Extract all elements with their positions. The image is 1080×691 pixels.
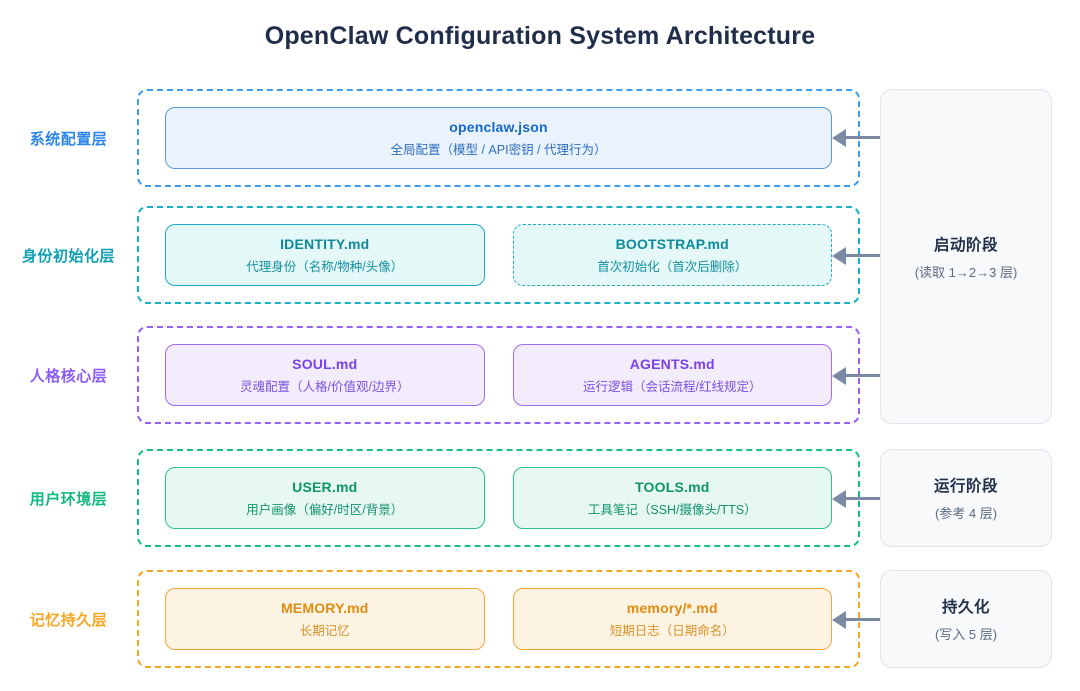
card-title: openclaw.json xyxy=(449,118,548,135)
card-memory-glob-md[interactable]: memory/*.md 短期日志（日期命名） xyxy=(512,588,832,650)
phase-box-startup[interactable]: 启动阶段 (读取 1→2→3 层) xyxy=(880,89,1052,424)
card-description: 全局配置（模型 / API密钥 / 代理行为） xyxy=(390,142,607,157)
layer-label-identity-init: 身份初始化层 xyxy=(21,247,115,265)
arrow-head-startup-layer2 xyxy=(832,247,846,265)
layer-group-persona-core: SOUL.md 灵魂配置（人格/价值观/边界） AGENTS.md 运行逻辑（会… xyxy=(137,326,860,424)
arrow-head-startup-layer3 xyxy=(832,367,846,385)
phase-subtitle: (读取 1→2→3 层) xyxy=(914,264,1018,280)
arrow-head-runtime-layer4 xyxy=(832,490,846,508)
phase-title: 持久化 xyxy=(941,599,990,616)
phase-title: 运行阶段 xyxy=(933,478,998,495)
phase-subtitle: (参考 4 层) xyxy=(934,506,998,521)
phase-subtitle: (写入 5 层) xyxy=(934,627,998,642)
card-description: 代理身份（名称/物种/头像） xyxy=(246,259,404,274)
card-title: AGENTS.md xyxy=(629,355,715,372)
card-title: memory/*.md xyxy=(626,599,718,616)
card-soul-md[interactable]: SOUL.md 灵魂配置（人格/价值观/边界） xyxy=(165,344,485,406)
card-description: 首次初始化（首次后删除） xyxy=(597,259,748,274)
card-description: 用户画像（偏好/时区/背景） xyxy=(246,502,404,517)
layer-row-system-config: 系统配置层 openclaw.json 全局配置（模型 / API密钥 / 代理… xyxy=(0,89,860,187)
card-description: 长期记忆 xyxy=(299,623,350,638)
arrow-head-startup-layer1 xyxy=(832,129,846,147)
card-agents-md[interactable]: AGENTS.md 运行逻辑（会话流程/红线规定） xyxy=(512,344,832,406)
layer-group-user-environment: USER.md 用户画像（偏好/时区/背景） TOOLS.md 工具笔记（SSH… xyxy=(137,449,860,547)
card-title: SOUL.md xyxy=(292,355,358,372)
card-description: 工具笔记（SSH/摄像头/TTS） xyxy=(587,502,757,517)
card-title: BOOTSTRAP.md xyxy=(615,235,729,252)
card-openclaw-json[interactable]: openclaw.json 全局配置（模型 / API密钥 / 代理行为） xyxy=(165,107,832,169)
card-description: 运行逻辑（会话流程/红线规定） xyxy=(583,379,762,394)
layer-label-system-config: 系统配置层 xyxy=(29,130,108,148)
card-description: 短期日志（日期命名） xyxy=(609,623,735,638)
layer-row-identity-init: 身份初始化层 IDENTITY.md 代理身份（名称/物种/头像） BOOTST… xyxy=(0,206,860,304)
card-memory-md[interactable]: MEMORY.md 长期记忆 xyxy=(165,588,485,650)
layer-label-user-environment: 用户环境层 xyxy=(29,490,108,508)
layer-label-memory-persistence: 记忆持久层 xyxy=(29,611,108,629)
card-title: IDENTITY.md xyxy=(280,235,370,252)
phase-box-runtime[interactable]: 运行阶段 (参考 4 层) xyxy=(880,449,1052,547)
layer-row-user-environment: 用户环境层 USER.md 用户画像（偏好/时区/背景） TOOLS.md 工具… xyxy=(0,449,860,547)
card-description: 灵魂配置（人格/价值观/边界） xyxy=(240,379,410,394)
page-title: OpenClaw Configuration System Architectu… xyxy=(264,22,816,50)
phase-title: 启动阶段 xyxy=(933,236,998,254)
layer-group-system-config: openclaw.json 全局配置（模型 / API密钥 / 代理行为） xyxy=(137,89,860,187)
card-bootstrap-md[interactable]: BOOTSTRAP.md 首次初始化（首次后删除） xyxy=(512,224,832,286)
card-user-md[interactable]: USER.md 用户画像（偏好/时区/背景） xyxy=(165,467,485,529)
layer-row-memory-persistence: 记忆持久层 MEMORY.md 长期记忆 memory/*.md 短期日志（日期… xyxy=(0,570,860,668)
card-title: TOOLS.md xyxy=(635,478,710,495)
layer-group-memory-persistence: MEMORY.md 长期记忆 memory/*.md 短期日志（日期命名） xyxy=(137,570,860,668)
card-identity-md[interactable]: IDENTITY.md 代理身份（名称/物种/头像） xyxy=(165,224,485,286)
connector-line-startup-layer3 xyxy=(846,374,882,377)
connector-line-runtime-layer4 xyxy=(846,497,882,500)
card-title: MEMORY.md xyxy=(280,599,369,616)
connector-line-startup-layer2 xyxy=(846,254,882,257)
card-tools-md[interactable]: TOOLS.md 工具笔记（SSH/摄像头/TTS） xyxy=(512,467,832,529)
layer-group-identity-init: IDENTITY.md 代理身份（名称/物种/头像） BOOTSTRAP.md … xyxy=(137,206,860,304)
connector-line-persistence-layer5 xyxy=(846,618,882,621)
layer-row-persona-core: 人格核心层 SOUL.md 灵魂配置（人格/价值观/边界） AGENTS.md … xyxy=(0,326,860,424)
arrow-head-persistence-layer5 xyxy=(832,611,846,629)
connector-line-startup-layer1 xyxy=(846,136,882,139)
card-title: USER.md xyxy=(292,478,358,495)
phase-box-persistence[interactable]: 持久化 (写入 5 层) xyxy=(880,570,1052,668)
layer-label-persona-core: 人格核心层 xyxy=(29,367,108,385)
